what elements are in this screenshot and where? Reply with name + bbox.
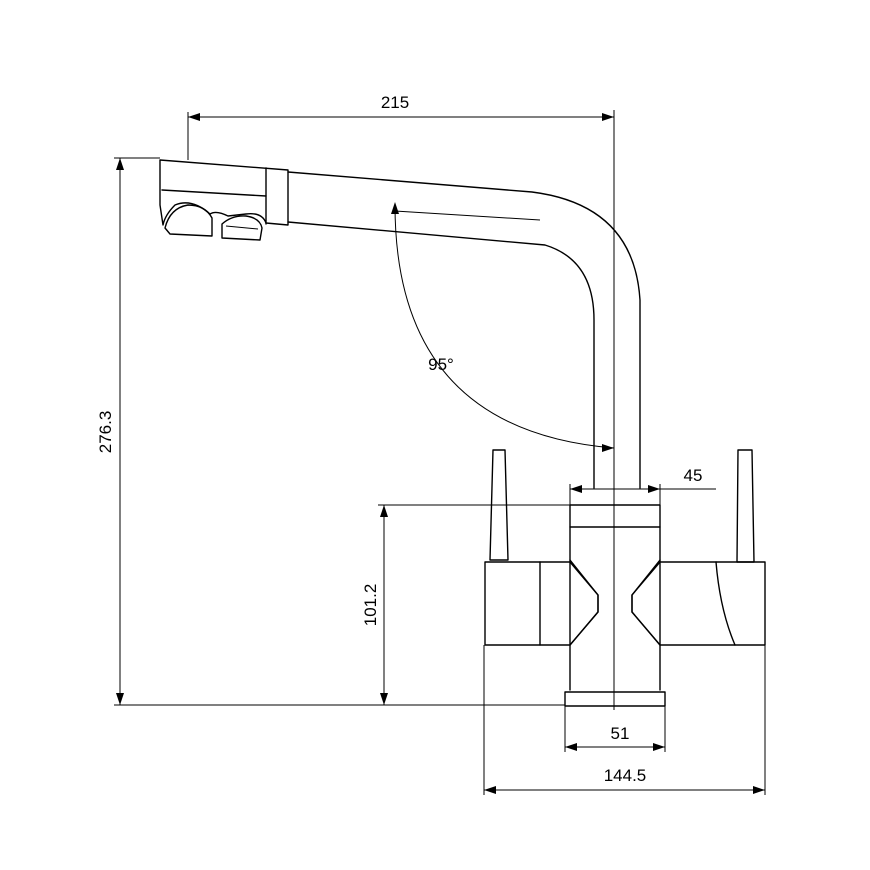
angle-arc-arrow-bottom: [602, 444, 614, 452]
left-handle-knob: [484, 561, 599, 646]
body-left-facet: [569, 559, 599, 646]
dim-215-arrow-left: [188, 113, 200, 121]
spout-tube-top: [287, 171, 641, 489]
angle-arc: [394, 204, 615, 449]
dim-276-arrow-bottom: [116, 693, 124, 705]
right-handle-lever: [736, 449, 755, 563]
spout-head: [159, 159, 289, 226]
dim-overall-reach: 215: [381, 93, 409, 112]
nozzle-right-line: [225, 225, 259, 230]
central-body: [569, 526, 661, 691]
dim-144-arrow-left: [484, 786, 496, 794]
spout-head-line: [161, 189, 267, 197]
right-handle-divider: [715, 561, 736, 646]
nozzle-right: [221, 215, 263, 241]
right-handle-knob: [631, 561, 766, 646]
base-plate: [564, 691, 666, 707]
spout-tube-bottom: [287, 221, 595, 489]
dim-215-arrow-right: [602, 113, 614, 121]
body-right-facet: [631, 559, 661, 646]
spout-centerline: [394, 210, 541, 221]
dim-top-cap-width: 45: [684, 466, 703, 485]
left-handle-lever: [489, 449, 509, 561]
dim-101-arrow-bottom: [380, 693, 388, 705]
nozzle-left: [164, 204, 213, 237]
dim-51-arrow-left: [565, 743, 577, 751]
dim-body-height: 101.2: [361, 584, 380, 627]
dim-spout-angle: 95°: [428, 355, 454, 374]
dim-276-arrow-top: [116, 158, 124, 170]
dimension-lines: 215 276.3 95° 45 101.2 51: [96, 93, 766, 795]
dim-45-arrow-left: [570, 485, 582, 493]
faucet-outline: [159, 110, 766, 710]
dim-45-arrow-right: [648, 485, 660, 493]
top-cap: [569, 504, 661, 528]
dim-base-width: 51: [611, 724, 630, 743]
dim-overall-height: 276.3: [96, 411, 115, 454]
dim-144-arrow-right: [753, 786, 765, 794]
angle-arc-arrow-top: [391, 202, 399, 214]
dim-body-width: 144.5: [604, 766, 647, 785]
dim-101-arrow-top: [380, 505, 388, 517]
dim-51-arrow-right: [653, 743, 665, 751]
